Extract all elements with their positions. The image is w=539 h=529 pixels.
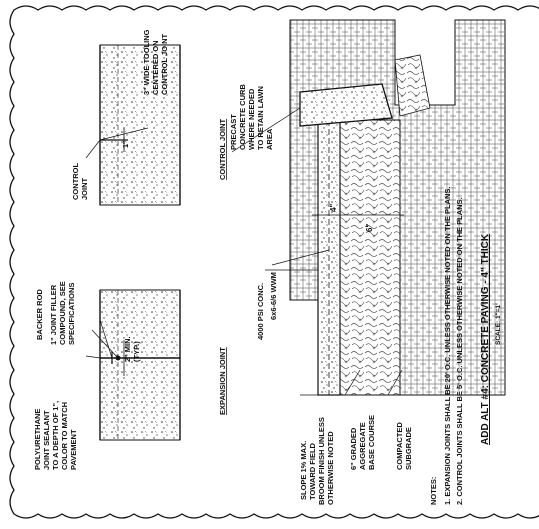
- note-2: 2. CONTROL JOINTS SHALL BE 5' O.C. UNLES…: [455, 197, 464, 505]
- slope-label: SLOPE 1% MAX. TOWARD FIELD: [299, 439, 317, 500]
- drawing-title: ADD ALT #4: CONCRETE PAVING - 4" THICK: [480, 233, 491, 445]
- subgrade-label: COMPACTED SUBGRADE: [395, 420, 413, 470]
- conc-label: 4000 PSI CONC.: [256, 283, 265, 340]
- wwm-leader: [271, 249, 330, 266]
- base-leader: [344, 369, 361, 396]
- precast-curb: [299, 83, 393, 127]
- curb-label: PRECAST CONCRETE CURB WHERE NEEDED TO RE…: [229, 82, 274, 150]
- control-joint-label: CONTROL JOINT: [71, 161, 89, 200]
- lawn-soil: [394, 54, 431, 117]
- dim-6: 6": [365, 224, 374, 232]
- expansion-joint-detail: [85, 289, 181, 441]
- drawing-scale: SCALE: 1"=1': [495, 303, 502, 345]
- curb-leader: [231, 107, 301, 153]
- sealant-label: POLYURETHANE JOINT SEALANT TO A DEPTH OF…: [33, 399, 78, 470]
- wwm-label: 6x6-6/6 WWM: [269, 272, 278, 320]
- tooling-label: 3" WIDE TOOLING CENTERED ON CONTROL JOIN…: [142, 27, 169, 95]
- dim-4: 4": [329, 204, 338, 212]
- base-label: 6" GRADED AGGREGATE BASE COURSE: [349, 415, 376, 470]
- expansion-joint-title: EXPANSION JOINT: [218, 347, 227, 415]
- note-1: 1. EXPANSION JOINTS SHALL BE 20' O.C. UN…: [443, 187, 452, 506]
- paving-section: 4" 6": [231, 19, 506, 396]
- aggregate-base: [339, 119, 401, 396]
- notes-heading: NOTES:: [429, 477, 438, 505]
- control-dim: 1": [123, 141, 130, 148]
- min-label: 2" MIN. (TYP.): [123, 334, 141, 362]
- backer-rod-label: BACKER ROD: [35, 289, 44, 340]
- control-joint-title: CONTROL JOINT: [218, 118, 227, 180]
- broom-label: BROOM FINISH UNLESS OTHERWISE NOTED: [317, 415, 335, 505]
- filler-label: 1" JOINT FILLER COMPOUND, SEE SPECIFICAT…: [49, 279, 76, 345]
- control-joint-detail: [85, 44, 181, 206]
- subgrade-leader: [387, 369, 403, 396]
- scalloped-border: [9, 5, 539, 519]
